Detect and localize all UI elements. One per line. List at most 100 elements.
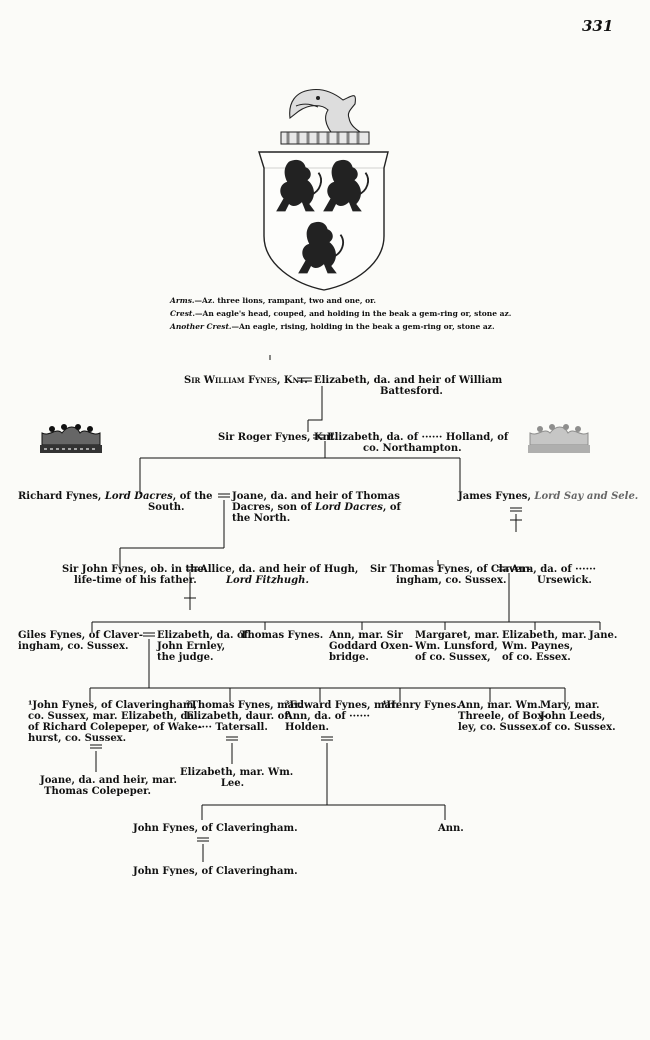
crest-text: —An eagle's head, couped, and holding in… — [195, 309, 512, 318]
sir-roger-fynes: Sir Roger Fynes, Knt. — [218, 432, 339, 443]
person-text: Ursewick. — [537, 575, 592, 586]
crest-line: Crest.—An eagle's head, couped, and hold… — [170, 309, 511, 318]
arms-line: Arms.—Az. three lions, rampant, two and … — [170, 296, 376, 305]
person-text: Elizabeth, mar. Wm. — [180, 767, 294, 778]
person-text: Margaret, mar. — [415, 630, 500, 641]
person-text: co. Sussex, mar. Elizabeth, da. — [28, 711, 198, 722]
person-text: Joane, da. and heir, mar. — [40, 775, 177, 786]
sir-john-fynes: Sir John Fynes, ob. in the life-time of … — [62, 564, 204, 586]
elizabeth-paynes: Elizabeth, mar. Wm. Paynes, of co. Essex… — [502, 630, 586, 663]
crest-eagle-head-icon — [280, 88, 370, 145]
joane-colepeper: Joane, da. and heir, mar. Thomas Colepep… — [40, 775, 177, 797]
arms-text: —Az. three lions, rampant, two and one, … — [194, 296, 376, 305]
person-text: Elizabeth, da. of ······ Holland, of — [327, 432, 509, 443]
person-text: of co. Sussex. — [540, 722, 616, 733]
person-text: Joane, da. and heir of Thomas — [232, 491, 400, 502]
person-text: bridge. — [329, 652, 369, 663]
person-text: hurst, co. Sussex. — [28, 733, 127, 744]
person-text: Threele, of Box- — [458, 711, 548, 722]
person-text: Allice, da. and heir of Hugh, — [200, 564, 359, 575]
coronet-icon — [528, 424, 590, 453]
person-text: Elizabeth, da. and heir of William — [314, 375, 503, 386]
person-text: Mary, mar. — [540, 700, 600, 711]
person-text: , of the — [172, 491, 213, 502]
person-text: Elizabeth, da. of — [157, 630, 248, 641]
lion-rampant-icon — [276, 159, 322, 212]
person-title: Lord Fitzhugh. — [226, 575, 309, 586]
person-text: Giles Fynes, of Claver- — [18, 630, 144, 641]
james-fynes: James Fynes, Lord Say and Sele. — [458, 491, 638, 502]
elizabeth-holland: Elizabeth, da. of ······ Holland, of co.… — [327, 432, 508, 454]
person-title: Lord Dacres — [314, 502, 383, 513]
jane: Jane. — [589, 630, 618, 641]
thomas-fynes: Thomas Fynes. — [240, 630, 324, 641]
sir-william-fynes: Sir William Fynes, Knt. — [184, 375, 308, 386]
person-text: Holden. — [285, 722, 330, 733]
person-text: , of — [382, 502, 401, 513]
ann-ursewick: Ann, da. of ······ Ursewick. — [511, 564, 596, 586]
coronet-icon — [40, 424, 102, 453]
person-text: ···· Tatersall. — [198, 722, 268, 733]
person-text: the judge. — [157, 652, 214, 663]
sir-thomas-fynes: Sir Thomas Fynes, of Claver- ingham, co.… — [370, 564, 531, 586]
elizabeth-ernley: Elizabeth, da. of John Ernley, the judge… — [157, 630, 248, 663]
thomas-fynes-tatersall: ²Thomas Fynes, mar. Elizabeth, daur. of … — [186, 700, 302, 733]
person-text: ingham, co. Sussex. — [396, 575, 507, 586]
person-text: Sir Thomas Fynes, of Claver- — [370, 564, 531, 575]
joane-dacres: Joane, da. and heir of Thomas Dacres, so… — [232, 491, 401, 524]
person-text: ³Edward Fynes, mar. — [285, 700, 399, 711]
person-title: Lord Say and Sele. — [534, 491, 639, 502]
person-text: of co. Essex. — [502, 652, 571, 663]
person-text: Thomas Colepeper. — [44, 786, 151, 797]
person-text: Elizabeth, daur. of — [186, 711, 289, 722]
person-text: life-time of his father. — [74, 575, 197, 586]
person-text: of Richard Colepeper, of Wake- — [28, 722, 202, 733]
person-text: Ann, mar. Sir — [329, 630, 403, 641]
person-text: ingham, co. Sussex. — [18, 641, 129, 652]
person-text: ley, co. Sussex. — [458, 722, 542, 733]
mary-leeds: Mary, mar. John Leeds, of co. Sussex. — [540, 700, 616, 733]
person-text: Ann, mar. Wm. — [458, 700, 541, 711]
person-text: Ann, da. of ······ — [511, 564, 597, 575]
richard-fynes: Richard Fynes, Lord Dacres, of the South… — [18, 491, 212, 513]
another-crest-text: —An eagle, rising, holding in the beak a… — [231, 322, 495, 331]
edward-fynes: ³Edward Fynes, mar. Ann, da. of ······ H… — [285, 700, 399, 733]
another-crest-label: Another Crest. — [170, 322, 232, 331]
allice-fitzhugh: Allice, da. and heir of Hugh, Lord Fitzh… — [200, 564, 358, 586]
elizabeth-lee: Elizabeth, mar. Wm. Lee. — [180, 767, 293, 789]
giles-fynes: Giles Fynes, of Claver- ingham, co. Suss… — [18, 630, 143, 652]
john-fynes-claveringham: ¹John Fynes, of Claveringham, co. Sussex… — [28, 700, 202, 744]
person-text: South. — [148, 502, 185, 513]
another-crest-line: Another Crest.—An eagle, rising, holding… — [170, 322, 495, 331]
person-text: John Leeds, — [540, 711, 606, 722]
person-text: Wm. Lunsford, — [415, 641, 498, 652]
john-fynes-claveringham-3: John Fynes, of Claveringham. — [133, 866, 298, 877]
henry-fynes: ⁴Henry Fynes. — [382, 700, 460, 711]
person-text: ¹John Fynes, of Claveringham, — [28, 700, 197, 711]
john-fynes-claveringham-2: John Fynes, of Claveringham. — [133, 823, 298, 834]
person-text: ²Thomas Fynes, mar. — [186, 700, 302, 711]
person-text: Dacres, son of — [232, 502, 315, 513]
person-text: of co. Sussex, — [415, 652, 491, 663]
ann-threele: Ann, mar. Wm. Threele, of Box- ley, co. … — [458, 700, 547, 733]
person-text: Sir John Fynes, ob. in the — [62, 564, 204, 575]
page-number: 331 — [582, 17, 614, 35]
ann-daughter: Ann. — [438, 823, 464, 834]
person-text: James Fynes, — [458, 491, 535, 502]
person-text: Richard Fynes, — [18, 491, 105, 502]
person-text: the North. — [232, 513, 291, 524]
ann-oxenbridge: Ann, mar. Sir Goddard Oxen- bridge. — [329, 630, 413, 663]
person-text: Battesford. — [380, 386, 443, 397]
person-text: Elizabeth, mar. — [502, 630, 587, 641]
person-text: co. Northampton. — [363, 443, 462, 454]
lion-rampant-icon — [298, 221, 344, 274]
person-name: Sir William Fynes, Knt. — [184, 375, 308, 386]
person-text: Ann, da. of ······ — [285, 711, 371, 722]
lion-rampant-icon — [323, 159, 369, 212]
person-text: Wm. Paynes, — [502, 641, 574, 652]
person-text: Lee. — [220, 778, 245, 789]
person-text: Goddard Oxen- — [329, 641, 413, 652]
crest-label: Crest. — [170, 309, 195, 318]
